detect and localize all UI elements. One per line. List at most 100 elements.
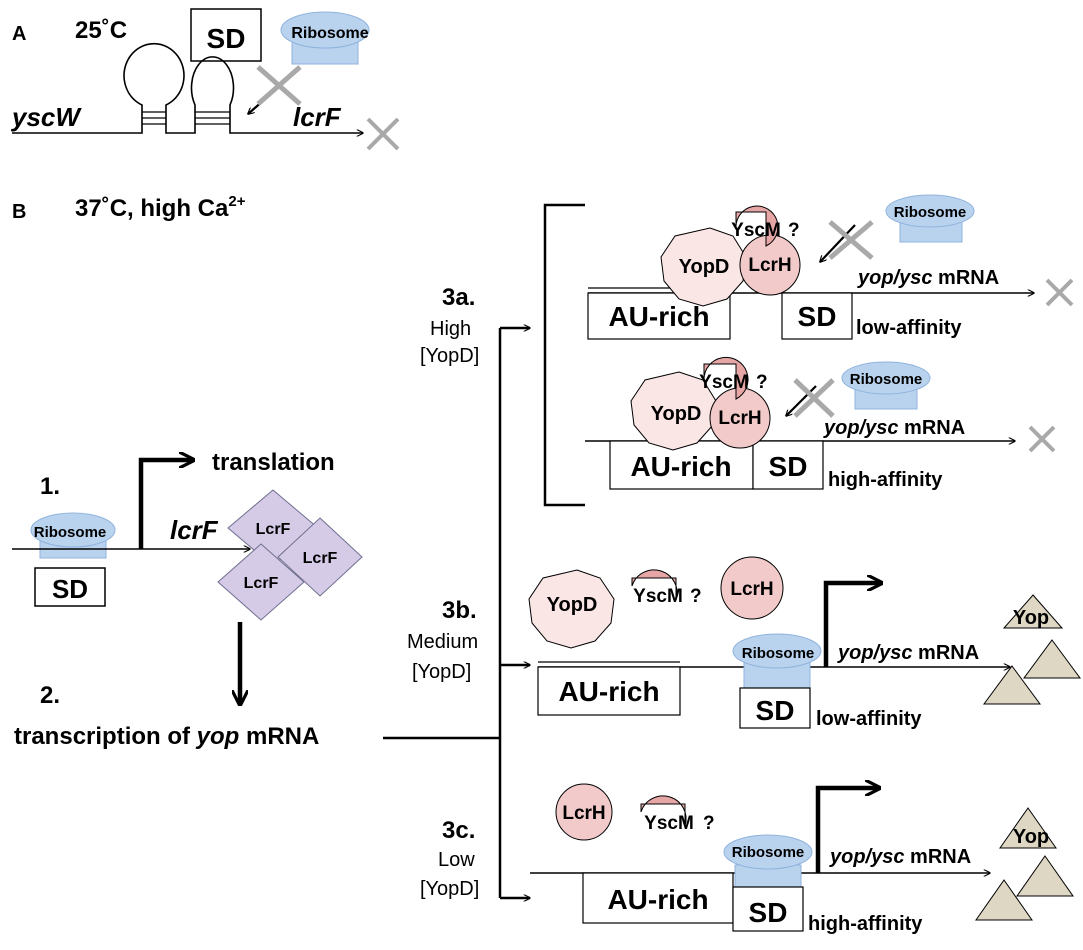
no-translation-cross-icon [366, 117, 400, 151]
yop-product-3c: Yop [975, 807, 1074, 921]
mrna-italic-3c: yop/ysc [829, 846, 904, 868]
yscm-3a2: YscM ? [699, 356, 768, 400]
condition-superscript: 2+ [228, 193, 245, 210]
translation-arrow-3c [815, 788, 878, 873]
branch-arrows [498, 328, 530, 898]
yscm-3b: YscM ? [631, 569, 702, 607]
mrna-label-3a2: yop/ysc mRNA [823, 417, 965, 439]
case-3a-label: 3a. High [YopD] [420, 284, 479, 367]
sd-label-3b: SD [756, 695, 795, 726]
yscm-label-3a2: YscM [699, 372, 749, 393]
case-3c-yopd: [YopD] [420, 878, 479, 900]
mrna-italic-3a1: yop/ysc [857, 267, 932, 289]
mrna-suffix-3c: mRNA [904, 846, 971, 868]
case-3c-level: Low [438, 849, 475, 871]
case-3b-level: Medium [407, 631, 478, 653]
ribosome-label-a: Ribosome [291, 25, 368, 42]
case-3c: LcrH YscM ? Ribosome AU-rich SD high-aff… [530, 783, 1074, 935]
panel-b-header: B 37˚C, high Ca2+ [12, 193, 246, 223]
sd-label-3a2: SD [769, 451, 808, 482]
ribosome-label-3a1: Ribosome [894, 204, 967, 221]
yop-label-3b: Yop [1013, 607, 1049, 629]
step-1-number: 1. [40, 473, 60, 500]
affinity-label-3a1: low-affinity [856, 317, 962, 339]
lcrh-label-3a1: LcrH [748, 255, 791, 276]
mrna-label-3c: yop/ysc mRNA [829, 846, 971, 868]
gene-lcrf-b: lcrF [170, 515, 219, 545]
case-3c-label: 3c. Low [YopD] [420, 817, 479, 900]
lcrf-label-1: LcrF [256, 521, 291, 538]
yopd-3a2: YopD [630, 371, 717, 451]
lcrf-label-2: LcrF [303, 550, 338, 567]
lcrh-label-3b: LcrH [730, 579, 773, 600]
yscm-label-3c: YscM [644, 813, 694, 834]
ribosome-3c: Ribosome [723, 834, 813, 888]
condition-main: 37˚C, high Ca [75, 195, 229, 222]
lcrh-label-3a2: LcrH [718, 408, 761, 429]
yop-product-3b: Yop [983, 594, 1081, 705]
question-3c: ? [703, 813, 715, 834]
panel-b-letter: B [12, 201, 26, 223]
step-2-prefix: transcription of [14, 723, 197, 750]
lcrh-3a2: LcrH [709, 387, 771, 449]
case-3a-yopd: [YopD] [420, 345, 479, 367]
step-1: 1. Ribosome SD lcrF translation LcrF Lcr… [12, 449, 363, 703]
mrna-label-3a1: yop/ysc mRNA [857, 267, 999, 289]
panel-b-condition: 37˚C, high Ca2+ [75, 193, 246, 222]
mrna-suffix-3b: mRNA [912, 642, 979, 664]
case-3b-label: 3b. Medium [YopD] [407, 597, 478, 683]
sd-box-3a1 [781, 292, 853, 340]
yopd-label-3a2: YopD [651, 403, 702, 425]
case-3b-yopd: [YopD] [412, 661, 471, 683]
blocked-cross-icon [256, 65, 302, 106]
no-product-cross-icon-3a2 [1028, 425, 1056, 453]
lcrh-3b: LcrH [720, 556, 784, 620]
yscm-label-3b: YscM [633, 586, 683, 607]
panel-a-temperature: 25˚C [75, 17, 127, 44]
case-3b: YopD YscM ? LcrH Ribosome AU-rich SD low… [528, 556, 1081, 730]
yopd-3a1: YopD [660, 227, 747, 307]
sd-box-3b [739, 687, 811, 729]
question-3a2: ? [756, 372, 768, 393]
blocked-cross-icon-3a2 [793, 378, 835, 418]
yopd-3b: YopD [528, 569, 615, 649]
case-3a-level: High [430, 318, 471, 340]
yopd-label-3a1: YopD [679, 256, 730, 278]
step-2-number: 2. [40, 682, 60, 709]
translation-label: translation [212, 449, 335, 476]
sd-box-3a2 [752, 440, 824, 490]
case-3b-title: 3b. [442, 597, 477, 624]
ribosome-label-3b: Ribosome [742, 645, 815, 662]
panel-a: A 25˚C SD Ribosome yscW lcrF [10, 8, 400, 151]
lcrf-protein-2: LcrF [277, 517, 363, 597]
affinity-label-3c: high-affinity [808, 913, 923, 935]
gene-lcrf-a: lcrF [293, 102, 342, 132]
translation-arrow [138, 460, 192, 549]
sd-label-a: SD [207, 23, 246, 54]
au-rich-box-3c [582, 872, 734, 924]
lcrh-3c: LcrH [555, 783, 613, 841]
case-3a-low-affinity: AU-rich SD low-affinity yop/ysc mRNA Yop… [587, 194, 1074, 340]
ribosome-a: Ribosome [280, 11, 370, 65]
ribosome-3a2: Ribosome [841, 361, 931, 410]
step-2-suffix: mRNA [239, 723, 319, 750]
gene-yscw: yscW [10, 102, 82, 132]
mrna-italic-3b: yop/ysc [837, 642, 912, 664]
blocked-cross-icon-3a1 [828, 220, 874, 260]
case-3a-title: 3a. [442, 284, 475, 311]
ribosome-label-step1: Ribosome [34, 524, 107, 541]
mrna-suffix-3a1: mRNA [932, 267, 999, 289]
lcrf-label-3: LcrF [244, 575, 279, 592]
au-rich-box-3b [537, 666, 681, 716]
mrna-hairpins-a [12, 42, 363, 133]
panel-a-letter: A [12, 23, 26, 45]
ribosome-3b: Ribosome [732, 633, 822, 689]
sd-label-step1: SD [52, 574, 88, 604]
step-2-text: transcription of yop mRNA [14, 723, 319, 750]
step-2-italic: yop [196, 723, 240, 750]
translation-arrow-3b [823, 583, 880, 667]
ribosome-3a1: Ribosome [885, 194, 975, 243]
ribosome-label-3c: Ribosome [732, 844, 805, 861]
